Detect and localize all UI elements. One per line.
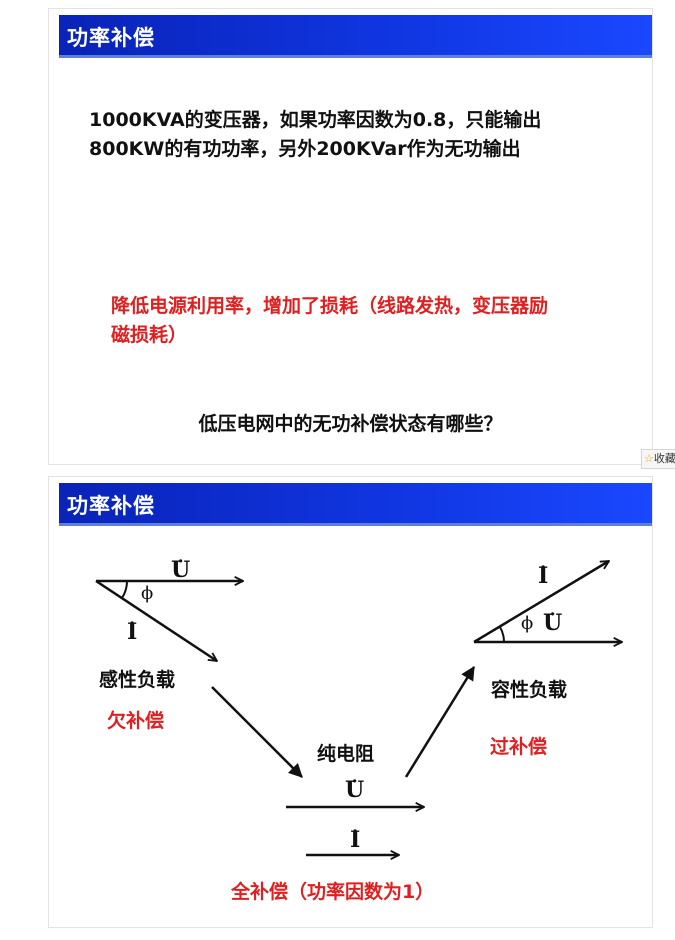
inductive-current-arrow: [95, 579, 217, 661]
resistive-voltage-symbol: ·U: [345, 771, 365, 804]
loss-warning-line-1: 降低电源利用率，增加了损耗（线路发热，变压器励: [111, 295, 549, 317]
transition-arrow-up: [404, 666, 476, 778]
inductive-voltage-symbol: ·U: [171, 551, 191, 584]
slide-title: 功率补偿: [67, 494, 155, 518]
capacitive-angle-arc: [499, 626, 506, 643]
slide-1: 功率补偿 1000KVA的变压器，如果功率因数为0.8，只能输出 800KW的有…: [48, 8, 653, 465]
transition-arrow-down: [211, 686, 303, 778]
capacitive-current-symbol: ·I: [538, 557, 549, 590]
bookmark-label: 收藏: [653, 452, 675, 465]
capacitive-current-arrow: [473, 559, 609, 644]
inductive-angle-symbol: ϕ: [141, 583, 154, 604]
under-compensation-label: 欠补偿: [107, 710, 165, 732]
explanation-line-1: 1000KVA的变压器，如果功率因数为0.8，只能输出: [89, 109, 542, 131]
over-compensation-label: 过补偿: [490, 736, 548, 758]
bookmark-button[interactable]: ☆收藏: [641, 449, 675, 469]
full-compensation-label: 全补偿（功率因数为1）: [231, 881, 435, 903]
loss-warning-line-2: 磁损耗）: [111, 324, 188, 346]
resistive-load-label: 纯电阻: [317, 743, 375, 765]
capacitive-voltage-symbol: ·U: [543, 604, 563, 637]
loss-warning: 降低电源利用率，增加了损耗（线路发热，变压器励 磁损耗）: [111, 292, 651, 350]
transformer-explanation: 1000KVA的变压器，如果功率因数为0.8，只能输出 800KW的有功功率，另…: [89, 106, 629, 164]
title-banner: 功率补偿: [59, 483, 652, 526]
inductive-current-symbol: ·I: [127, 613, 138, 646]
capacitive-angle-symbol: ϕ: [521, 613, 534, 634]
question-text: 低压电网中的无功补偿状态有哪些？: [198, 413, 503, 435]
capacitive-load-label: 容性负载: [491, 679, 568, 701]
inductive-angle-arc: [121, 580, 129, 599]
slide-2: 功率补偿 功率补偿 ·U ϕ ·I 感性负: [48, 476, 653, 928]
slide-title: 功率补偿: [67, 26, 155, 50]
phasor-diagram: [95, 559, 652, 927]
resistive-current-symbol: ·I: [350, 821, 361, 854]
title-banner: 功率补偿: [59, 15, 652, 58]
star-icon: ☆: [644, 452, 654, 465]
explanation-line-2: 800KW的有功功率，另外200KVar作为无功输出: [89, 138, 521, 160]
inductive-load-label: 感性负载: [99, 669, 176, 691]
